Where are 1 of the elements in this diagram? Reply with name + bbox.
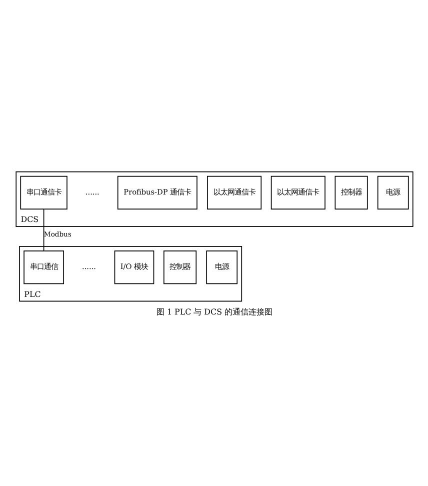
connector xyxy=(42,208,44,252)
